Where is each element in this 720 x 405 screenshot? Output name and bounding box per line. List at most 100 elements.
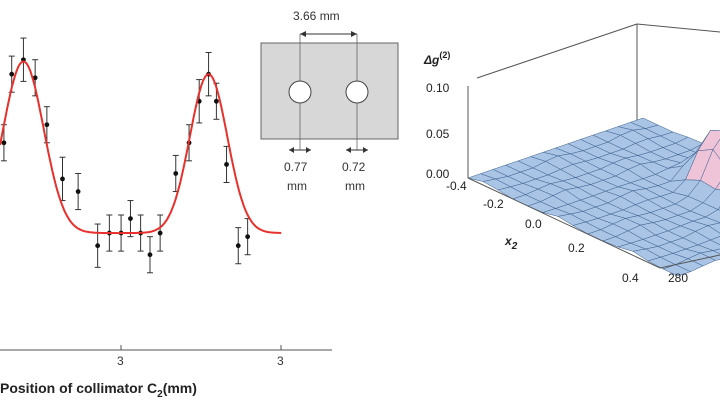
- surface-cell-2-9: [609, 148, 639, 159]
- surface-cell-7-3: [609, 209, 639, 219]
- surface-cell-3-9: [624, 155, 654, 165]
- surface-cell-4-9: [639, 161, 669, 175]
- surface-cell-4-8: [627, 163, 657, 179]
- z-tick-label-1: 0.10: [426, 81, 450, 95]
- top-arrow-right: [351, 31, 357, 37]
- surface-cell-4-7: [614, 169, 644, 184]
- back-box-edge: [476, 23, 720, 79]
- surface-cell-1-8: [582, 146, 612, 158]
- surface-cell-13-1: [674, 258, 704, 272]
- surface-cell-13-2: [687, 252, 717, 267]
- surface-cell-5-3: [579, 195, 609, 208]
- surface-cell-9-8: [702, 188, 720, 210]
- data-point-19: [224, 162, 229, 167]
- surface-cell-5-2: [567, 199, 597, 212]
- surface-cell-4-13: [689, 143, 719, 157]
- x-tick-label-1: -0.4: [446, 179, 467, 193]
- surface-cell-2-11: [634, 138, 664, 153]
- surface-cell-13-3: [699, 250, 720, 261]
- data-point-4: [44, 122, 50, 128]
- surface-cell-9-3: [639, 222, 669, 236]
- hole-diameter-right-unit: mm: [345, 179, 365, 193]
- z-tick-label-2: 0.05: [426, 127, 450, 141]
- surface-cell-5-7: [629, 178, 659, 189]
- surface-cell-0-9: [579, 134, 609, 147]
- surface-cell-6-5: [619, 190, 649, 205]
- surface-cell-8-6: [662, 203, 692, 216]
- data-points: [0, 37, 251, 274]
- surface-cell-1-6: [557, 153, 587, 165]
- surface-cell-1-7: [569, 150, 599, 162]
- surface-cell-10-6: [692, 216, 720, 226]
- data-point-10: [128, 216, 133, 222]
- data-point-21: [245, 234, 251, 240]
- surface-cell-7-4: [622, 204, 652, 216]
- surface-cell-3-6: [587, 168, 617, 181]
- surface-cell-7-7: [659, 192, 689, 205]
- surface-cell-5-5: [604, 186, 634, 197]
- surface-cell-2-1: [509, 183, 539, 195]
- surface-cell-5-12: [692, 154, 720, 161]
- surface-cell-8-10: [712, 138, 720, 160]
- surface-cell-8-4: [637, 212, 667, 223]
- surface-cell-5-1: [554, 204, 584, 215]
- fit-curve: [0, 60, 282, 235]
- surface-cell-9-1: [614, 230, 644, 244]
- surface-cell-10-0: [617, 242, 647, 252]
- surface-cell-1-1: [494, 176, 524, 188]
- y-tick-label: 280: [668, 271, 688, 285]
- surface-cell-4-3: [564, 187, 594, 201]
- x-tick-label-3: 0.0: [525, 217, 542, 231]
- scatter-plot: 3 3 Position of collimator C2(mm): [0, 37, 332, 400]
- surface-cell-2-10: [622, 143, 652, 156]
- surface-cell-1-2: [507, 171, 537, 184]
- front-box-edge: [467, 177, 720, 269]
- surface-cell-1-3: [519, 167, 549, 180]
- surface-cell-8-9: [700, 148, 720, 190]
- surface-cell-1-11: [619, 129, 649, 144]
- x-tick-label-2: -0.2: [483, 197, 504, 211]
- surface-cell-5-11: [680, 152, 709, 164]
- surface-cell-10-1: [629, 239, 659, 250]
- data-point-6: [75, 189, 81, 194]
- surface-cell-4-2: [552, 189, 582, 205]
- surface-cell-1-4: [532, 161, 562, 176]
- data-point-3: [32, 75, 38, 81]
- surface-cell-13-0: [662, 264, 692, 277]
- surface-cell-11-4: [682, 231, 712, 246]
- data-point-0: [1, 140, 7, 146]
- surface-cell-0-10: [592, 130, 622, 143]
- surface-cell-3-8: [612, 157, 642, 170]
- surface-cell-2-8: [597, 153, 627, 164]
- surface-cell-1-5: [544, 155, 574, 170]
- surface-cell-2-6: [572, 161, 602, 174]
- surface-cell-6-10: [682, 130, 711, 167]
- surface-cell-11-6: [707, 222, 720, 234]
- surface-cell-9-5: [664, 215, 694, 227]
- surface-cell-4-11: [664, 154, 694, 164]
- surface-cell-2-13: [659, 131, 689, 144]
- surface-cell-0-13: [629, 117, 659, 129]
- data-point-12: [147, 252, 153, 258]
- x-tick-label-4: 0.2: [568, 241, 585, 255]
- surface-cell-3-13: [674, 136, 704, 151]
- z-tick-label-3: 0.00: [426, 167, 450, 181]
- surface-cell-12-4: [697, 239, 720, 251]
- surface-cell-8-2: [612, 218, 642, 232]
- surface-cell-5-0: [542, 208, 572, 217]
- surface-cell-12-3: [684, 244, 714, 254]
- surface-cell-6-6: [632, 188, 662, 201]
- surface-cell-11-2: [657, 241, 687, 254]
- surface-cell-0-11: [604, 126, 634, 136]
- surface-cell-12-2: [672, 248, 702, 259]
- surface-cell-3-3: [549, 180, 579, 191]
- data-point-5: [60, 176, 65, 182]
- surface-cell-7-6: [647, 196, 677, 209]
- surface-cell-2-4: [547, 169, 577, 182]
- hole-dim-right-arrow-b: [363, 147, 368, 153]
- surface-cell-6-9: [669, 150, 699, 182]
- surface-cell-0-5: [529, 152, 559, 162]
- surface-cell-11-1: [644, 246, 674, 258]
- surface-cell-2-0: [497, 186, 527, 200]
